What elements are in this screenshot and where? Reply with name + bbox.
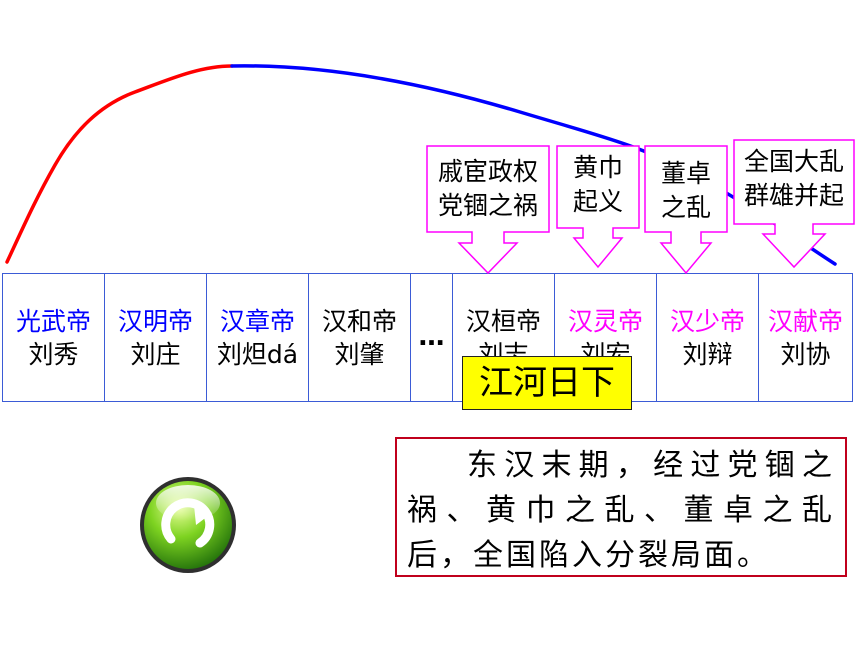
emperor-title: 汉献帝 <box>767 306 843 336</box>
emperor-name: 刘肇 <box>334 339 385 369</box>
emperor-title: 汉和帝 <box>321 306 397 336</box>
event-line1: 黄巾 <box>572 153 623 182</box>
event-callout-nationwide-chaos: 全国大乱 群雄并起 <box>733 139 855 269</box>
circular-arrow-icon <box>140 477 236 573</box>
summary-textbox: 东汉末期，经过党锢之祸、黄巾之乱、董卓之乱后，全国陷入分裂局面。 <box>395 437 847 577</box>
event-callout-dong-zhuo: 董卓 之乱 <box>644 145 728 275</box>
event-line2: 党锢之祸 <box>437 191 538 220</box>
emperor-name: 刘炟dá <box>216 339 299 369</box>
emperor-cell: 光武帝 刘秀 <box>3 274 105 401</box>
emperor-timeline: 光武帝 刘秀 汉明帝 刘庄 汉章帝 刘炟dá 汉和帝 刘肇 … 汉桓帝 刘志 汉… <box>2 273 853 402</box>
emperor-title: 汉章帝 <box>219 306 295 336</box>
emperor-cell: 汉献帝 刘协 <box>759 274 852 401</box>
declining-banner: 江河日下 <box>462 356 632 410</box>
event-line2: 群雄并起 <box>743 181 844 210</box>
emperor-cell: 汉和帝 刘肇 <box>309 274 411 401</box>
emperor-title: 汉灵帝 <box>567 306 643 336</box>
emperor-title: 汉明帝 <box>117 306 193 336</box>
emperor-name: 刘协 <box>780 339 831 369</box>
event-line2: 之乱 <box>660 193 711 222</box>
emperor-name: 刘秀 <box>28 339 79 369</box>
event-callout-partisan-prohibitions: 戚宦政权 党锢之祸 <box>426 145 550 275</box>
rise-curve <box>5 64 234 264</box>
emperor-title: 汉桓帝 <box>465 306 541 336</box>
event-line1: 董卓 <box>660 159 711 188</box>
event-line1: 全国大乱 <box>743 147 844 176</box>
replay-button[interactable] <box>138 475 238 575</box>
event-callout-yellow-turban: 黄巾 起义 <box>556 145 640 269</box>
emperor-name: 刘庄 <box>130 339 181 369</box>
emperor-cell: 汉明帝 刘庄 <box>105 274 207 401</box>
emperor-title: 光武帝 <box>15 306 91 336</box>
event-line1: 戚宦政权 <box>437 157 538 186</box>
event-line2: 起义 <box>572 187 623 216</box>
emperor-title: 汉少帝 <box>669 306 745 336</box>
emperor-cell-ellipsis: … <box>411 274 453 401</box>
ellipsis: … <box>418 322 445 352</box>
emperor-cell: 汉少帝 刘辩 <box>657 274 759 401</box>
emperor-cell: 汉章帝 刘炟dá <box>207 274 309 401</box>
emperor-name: 刘辩 <box>682 339 733 369</box>
